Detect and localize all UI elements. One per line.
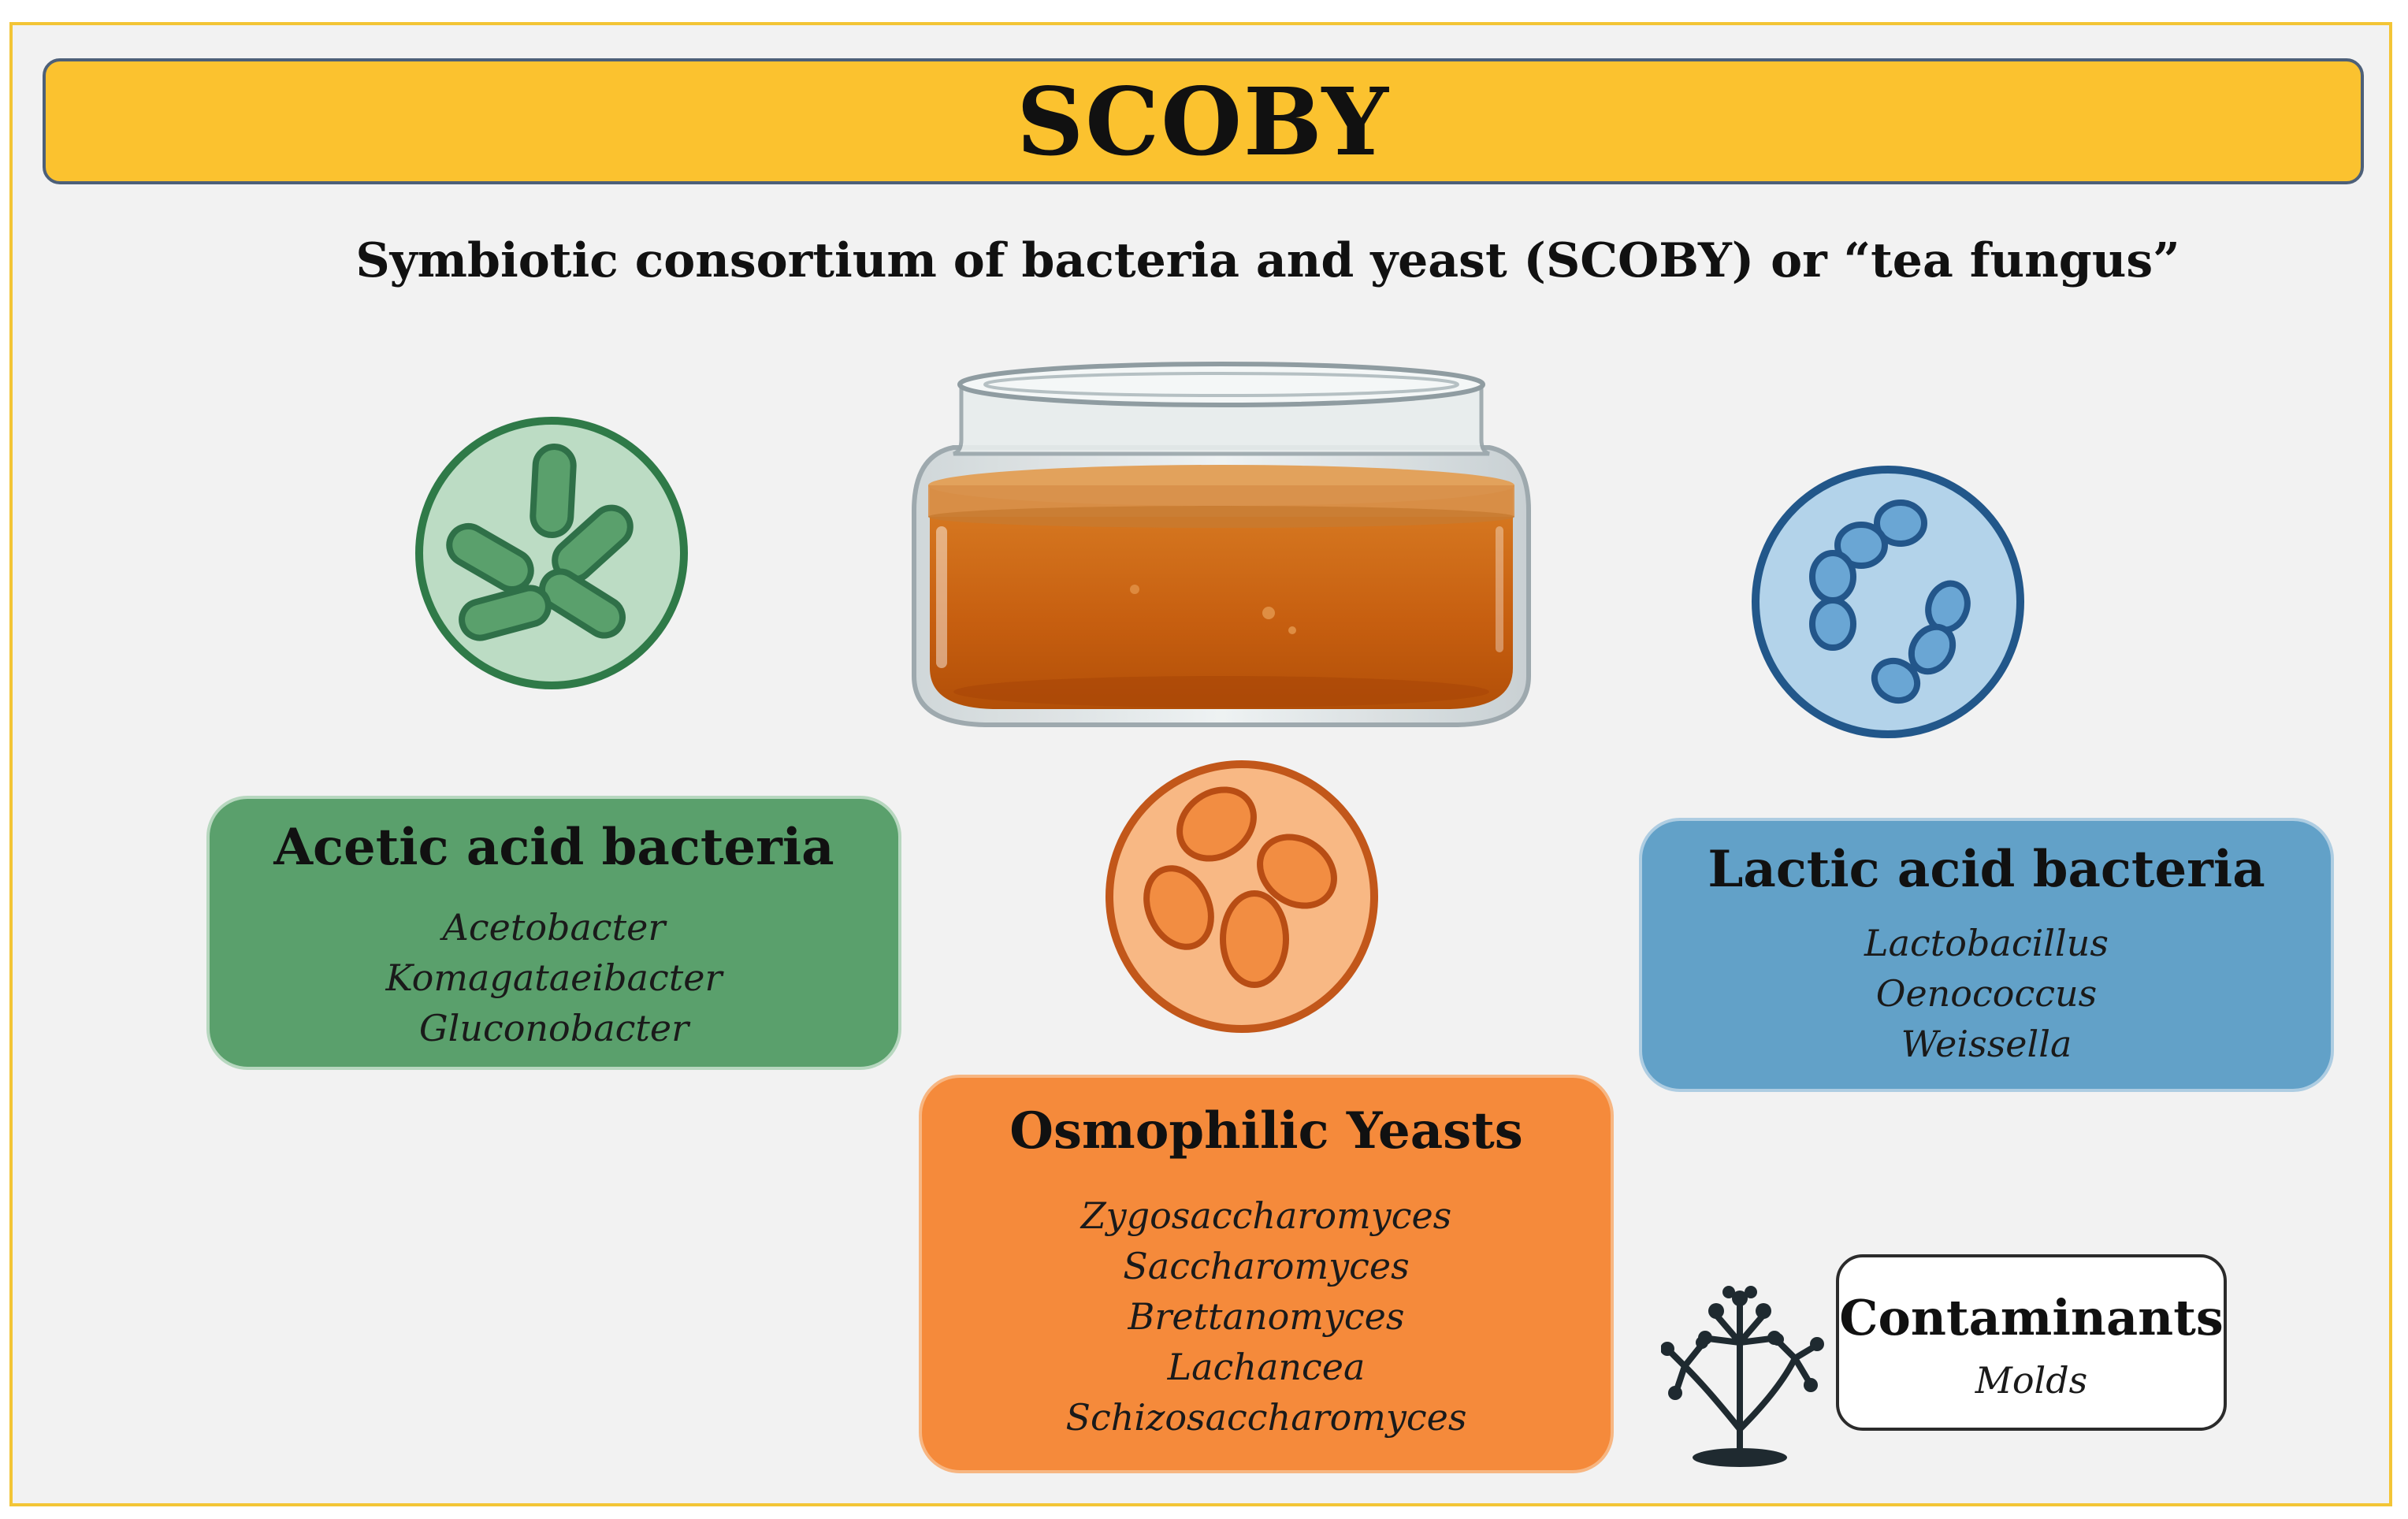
diagram-title: SCOBY bbox=[1016, 66, 1390, 176]
rod-bacteria-icon bbox=[415, 417, 688, 689]
genus-item: Lachancea bbox=[1167, 1346, 1366, 1388]
genus-item: Komagataeibacter bbox=[385, 956, 723, 999]
genus-item: Lactobacillus bbox=[1864, 922, 2109, 964]
acetic-heading: Acetic acid bacteria bbox=[273, 818, 834, 877]
mold-icon bbox=[1661, 1286, 1824, 1467]
acetic-acid-bacteria-box: Acetic acid bacteria Acetobacter Komagat… bbox=[206, 796, 901, 1070]
genus-item: Oenococcus bbox=[1875, 972, 2098, 1015]
yeasts-genera-list: Zygosaccharomyces Saccharomyces Brettano… bbox=[922, 1190, 1611, 1443]
kombucha-jar-icon bbox=[912, 362, 1531, 727]
genus-item: Schizosaccharomyces bbox=[1065, 1396, 1467, 1439]
cocci-chain-icon bbox=[1752, 466, 2024, 738]
contaminants-box: Contaminants Molds bbox=[1836, 1254, 2227, 1431]
contaminant-item: Molds bbox=[1975, 1359, 2088, 1402]
yeasts-heading: Osmophilic Yeasts bbox=[1009, 1101, 1523, 1161]
lactic-acid-bacteria-box: Lactic acid bacteria Lactobacillus Oenoc… bbox=[1639, 818, 2334, 1092]
lactic-genera-list: Lactobacillus Oenococcus Weissella bbox=[1642, 918, 2331, 1069]
genus-item: Gluconobacter bbox=[418, 1007, 689, 1049]
genus-item: Weissella bbox=[1901, 1023, 2072, 1065]
genus-item: Acetobacter bbox=[442, 906, 666, 949]
genus-item: Zygosaccharomyces bbox=[1080, 1194, 1452, 1237]
acetic-genera-list: Acetobacter Komagataeibacter Gluconobact… bbox=[210, 902, 898, 1053]
genus-item: Brettanomyces bbox=[1128, 1295, 1405, 1338]
contaminants-list: Molds bbox=[1839, 1359, 2224, 1402]
yeast-cells-icon bbox=[1106, 760, 1378, 1033]
lactic-heading: Lactic acid bacteria bbox=[1708, 840, 2265, 899]
contaminants-heading: Contaminants bbox=[1839, 1289, 2224, 1346]
osmophilic-yeasts-box: Osmophilic Yeasts Zygosaccharomyces Sacc… bbox=[919, 1075, 1614, 1473]
subtitle: Symbiotic consortium of bacteria and yea… bbox=[355, 233, 2180, 288]
genus-item: Saccharomyces bbox=[1123, 1245, 1410, 1287]
title-bar: SCOBY bbox=[43, 58, 2364, 184]
